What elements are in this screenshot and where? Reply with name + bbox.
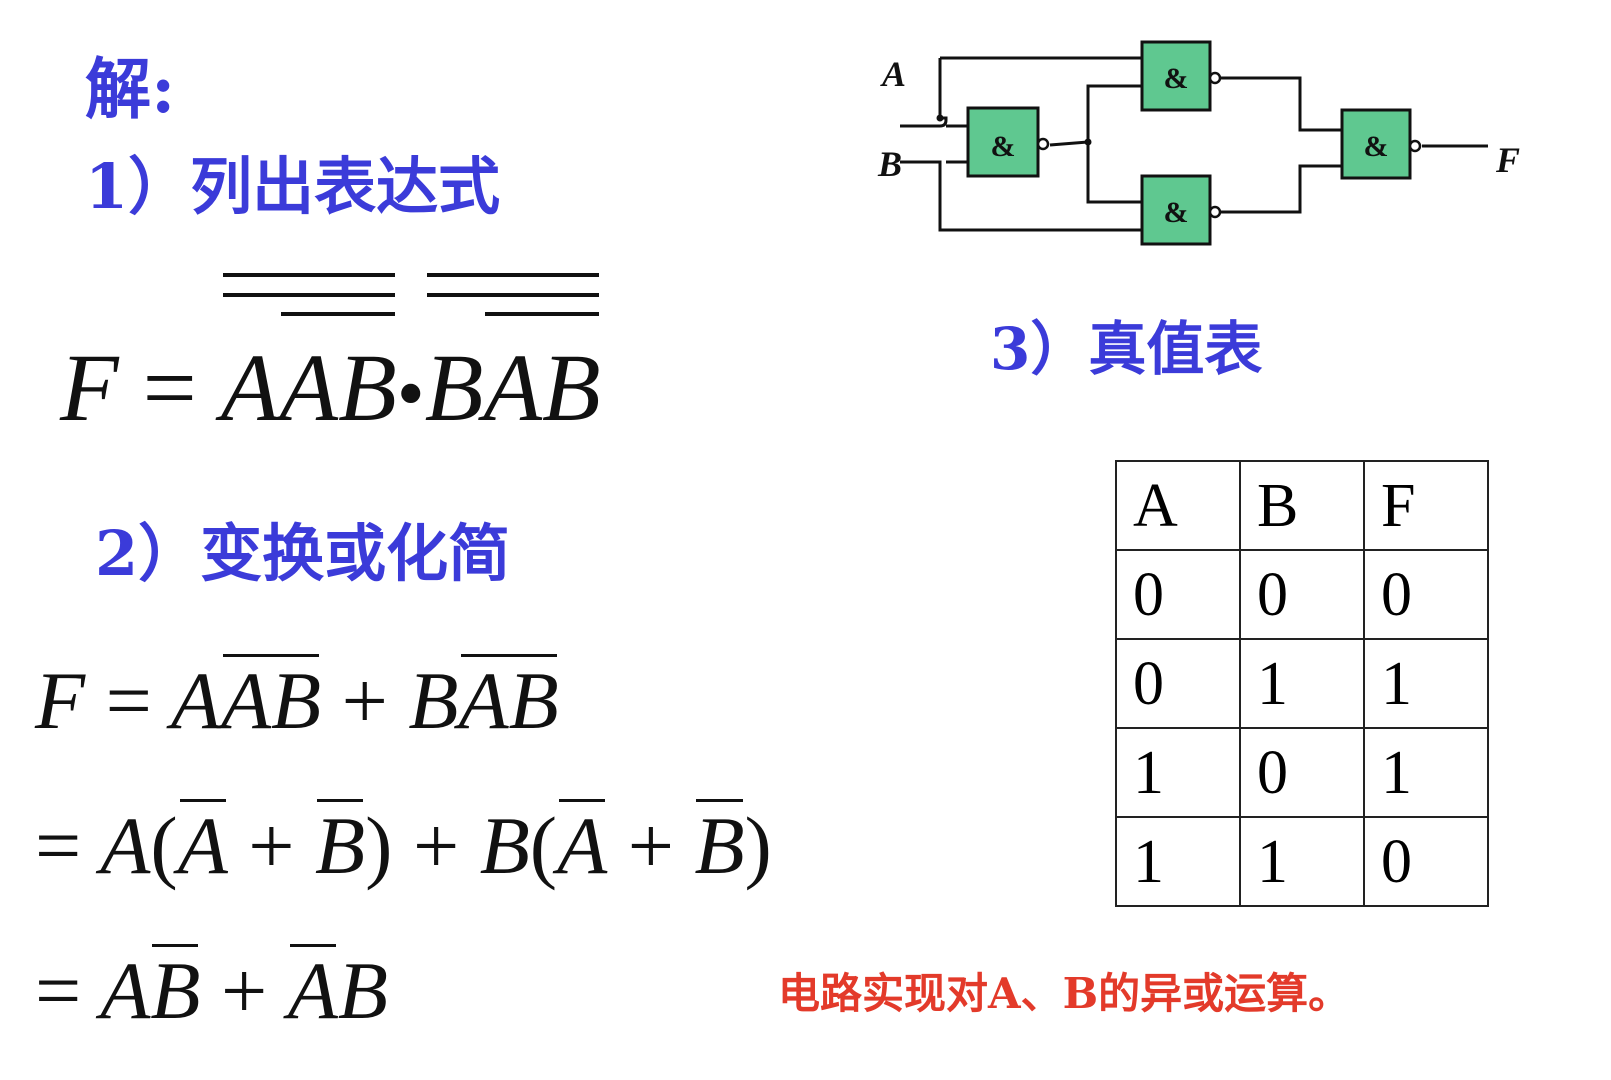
nand-gate-3: & bbox=[1140, 174, 1222, 246]
eq1-a: A bbox=[220, 334, 280, 441]
equation-step3: = A(A + B) + B(A + B) bbox=[35, 799, 772, 891]
output-f-label: F bbox=[1495, 140, 1520, 180]
eq2-F: F bbox=[35, 655, 86, 746]
eq3-notb2: B bbox=[694, 799, 745, 891]
eq2-b: B bbox=[408, 655, 459, 746]
gate2-symbol: & bbox=[1164, 62, 1189, 95]
eq3-plus2: + bbox=[412, 800, 460, 891]
eq1-left-term: AAB bbox=[221, 273, 397, 436]
step3-heading: 3）真值表 bbox=[990, 315, 1263, 383]
eq4-nota: A bbox=[287, 944, 338, 1036]
eq3-equals: = bbox=[35, 800, 82, 891]
cell: 0 bbox=[1115, 549, 1241, 640]
wire-b bbox=[900, 160, 1180, 232]
eq4-notb: B bbox=[150, 944, 201, 1036]
solution-heading: 解: bbox=[85, 50, 176, 128]
eq1-F: F bbox=[60, 334, 119, 441]
equation-step2: F = AAB + BAB bbox=[35, 654, 559, 742]
eq2-plus: + bbox=[341, 655, 388, 746]
equation-result: = AB + AB bbox=[35, 944, 388, 1036]
eq1-ab2: AB bbox=[483, 334, 601, 441]
nand-circuit-diagram: & & & & A B F bbox=[877, 40, 1520, 246]
eq3-plus3: + bbox=[627, 800, 674, 891]
eq4-plus: + bbox=[220, 945, 268, 1036]
eq1-b: B bbox=[424, 334, 484, 441]
cell: 1 bbox=[1239, 638, 1365, 729]
eq1-dot: • bbox=[396, 350, 425, 438]
table-row: 0 1 1 bbox=[1115, 638, 1489, 729]
eq3-nota1: A bbox=[177, 799, 228, 891]
cell: 1 bbox=[1363, 638, 1489, 729]
eq4-equals: = bbox=[35, 945, 82, 1036]
eq1-equals: = bbox=[142, 334, 197, 441]
eq1-ab-group2: AB bbox=[483, 312, 601, 436]
eq4-b: B bbox=[337, 945, 388, 1036]
conclusion-note: 电路实现对A、B的异或运算。 bbox=[778, 969, 1351, 1018]
wire-g1-top bbox=[1049, 84, 1142, 147]
equation-original: F = AAB•BAB bbox=[60, 273, 601, 438]
eq3-lparen2: ( bbox=[529, 800, 558, 891]
input-a-label: A bbox=[880, 54, 906, 94]
cell: 1 bbox=[1115, 727, 1241, 818]
nand-gate-1: & bbox=[966, 106, 1050, 178]
cell: 0 bbox=[1363, 549, 1489, 640]
step1-heading: 1）列出表达式 bbox=[85, 150, 501, 223]
table-row: 1 1 0 bbox=[1115, 816, 1489, 907]
wire-a-up bbox=[938, 56, 1180, 118]
header-f: F bbox=[1363, 460, 1489, 551]
input-b-label: B bbox=[877, 144, 902, 184]
eq3-plus1: + bbox=[248, 800, 295, 891]
eq1-ab1: AB bbox=[279, 334, 397, 441]
eq3-nota2: A bbox=[557, 799, 608, 891]
eq3-lparen1: ( bbox=[150, 800, 178, 891]
cell: 1 bbox=[1363, 727, 1489, 818]
gate4-symbol: & bbox=[1364, 130, 1389, 163]
header-b: B bbox=[1239, 460, 1365, 551]
cell: 0 bbox=[1363, 816, 1489, 907]
nand-gate-2: & bbox=[1140, 40, 1222, 112]
table-row: 1 0 1 bbox=[1115, 727, 1489, 818]
cell: 1 bbox=[1239, 816, 1365, 907]
truth-table-header: A B F bbox=[1115, 460, 1489, 551]
eq1-right-term: BAB bbox=[425, 273, 601, 436]
wire-g1-bottom bbox=[1086, 142, 1142, 204]
eq4-a: A bbox=[100, 945, 151, 1036]
eq2-a: A bbox=[170, 655, 221, 746]
eq2-ab1-group: AB bbox=[221, 654, 321, 742]
gate3-symbol: & bbox=[1164, 196, 1189, 229]
eq3-rparen2: ) bbox=[744, 800, 772, 891]
eq3-a: A bbox=[100, 800, 151, 891]
eq2-ab2: AB bbox=[458, 655, 559, 746]
cell: 0 bbox=[1115, 638, 1241, 729]
cell: 0 bbox=[1239, 549, 1365, 640]
step2-heading: 2）变换或化简 bbox=[95, 517, 511, 590]
eq3-rparen1: ) bbox=[365, 800, 393, 891]
eq3-notb1: B bbox=[315, 799, 366, 891]
nand-gate-4: & bbox=[1340, 108, 1422, 180]
cell: 1 bbox=[1115, 816, 1241, 907]
wire-g3-out bbox=[1220, 164, 1342, 214]
table-row: 0 0 0 bbox=[1115, 549, 1489, 640]
gate1-symbol: & bbox=[991, 130, 1016, 163]
header-a: A bbox=[1115, 460, 1241, 551]
wire-a-in bbox=[900, 116, 948, 128]
eq2-equals: = bbox=[105, 655, 152, 746]
eq1-ab-group: AB bbox=[279, 312, 397, 436]
eq2-ab2-group: AB bbox=[459, 654, 559, 742]
truth-table: A B F 0 0 0 0 1 1 1 0 1 1 1 0 bbox=[1115, 460, 1489, 907]
wire-g2-out bbox=[1220, 76, 1342, 132]
cell: 0 bbox=[1239, 727, 1365, 818]
eq3-b: B bbox=[479, 800, 530, 891]
eq2-ab1: AB bbox=[220, 655, 322, 746]
